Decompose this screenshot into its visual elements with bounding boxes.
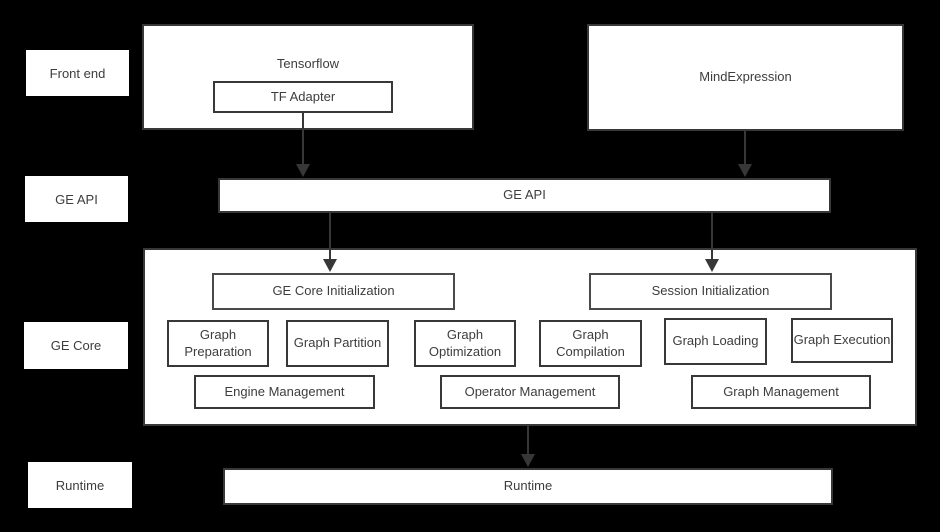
tensorflow-label: Tensorflow <box>276 56 340 71</box>
operator-management-box: Operator Management <box>440 375 620 409</box>
engine-management-box: Engine Management <box>194 375 375 409</box>
ge-api-label: GE API <box>503 187 546 203</box>
graph-loading-label: Graph Loading <box>672 333 759 349</box>
row-label-ge-api-text: GE API <box>55 191 98 207</box>
ge-core-initialization-label: GE Core Initialization <box>272 283 395 299</box>
row-label-runtime-text: Runtime <box>55 477 105 493</box>
row-label-runtime: Runtime <box>28 462 132 508</box>
tf-adapter-label: TF Adapter <box>270 88 336 104</box>
graph-compilation-box: Graph Compilation <box>539 320 642 367</box>
row-label-front-end-text: Front end <box>49 65 106 81</box>
runtime-bar: Runtime <box>223 468 833 505</box>
row-label-front-end: Front end <box>26 50 129 96</box>
mindexpression-box: MindExpression <box>587 24 904 131</box>
graph-loading-box: Graph Loading <box>664 318 767 365</box>
graph-optimization-box: Graph Optimization <box>414 320 516 367</box>
arrow-mindexpression-to-ge-api <box>738 130 752 177</box>
engine-management-label: Engine Management <box>224 383 345 399</box>
graph-management-box: Graph Management <box>691 375 871 409</box>
runtime-label: Runtime <box>503 478 553 494</box>
graph-execution-box: Graph Execution <box>791 318 893 363</box>
row-label-ge-api: GE API <box>25 176 128 222</box>
graph-partition-label: Graph Partition <box>293 335 382 351</box>
graph-partition-box: Graph Partition <box>286 320 389 367</box>
graph-preparation-label: Graph Preparation <box>184 327 252 359</box>
tensorflow-box: Tensorflow <box>142 24 474 130</box>
operator-management-label: Operator Management <box>464 383 596 399</box>
ge-api-bar: GE API <box>218 178 831 213</box>
mindexpression-label: MindExpression <box>699 69 792 85</box>
row-label-ge-core: GE Core <box>24 322 128 369</box>
arrow-ge-core-to-runtime <box>521 426 535 467</box>
arrow-ge-api-to-ge-core-initialization <box>323 213 337 272</box>
arrow-tf-adapter-to-ge-api <box>296 113 310 177</box>
row-label-ge-core-text: GE Core <box>50 338 102 353</box>
graph-compilation-label: Graph Compilation <box>556 327 625 359</box>
graph-execution-label: Graph Execution <box>793 332 891 348</box>
session-initialization-label: Session Initialization <box>651 283 770 299</box>
tf-adapter-box: TF Adapter <box>213 81 393 113</box>
session-initialization-box: Session Initialization <box>589 273 832 310</box>
arrow-ge-api-to-session-initialization <box>705 213 719 272</box>
graph-management-label: Graph Management <box>723 383 839 399</box>
graph-preparation-box: Graph Preparation <box>167 320 269 367</box>
graph-optimization-label: Graph Optimization <box>428 327 502 359</box>
ge-core-initialization-box: GE Core Initialization <box>212 273 455 310</box>
